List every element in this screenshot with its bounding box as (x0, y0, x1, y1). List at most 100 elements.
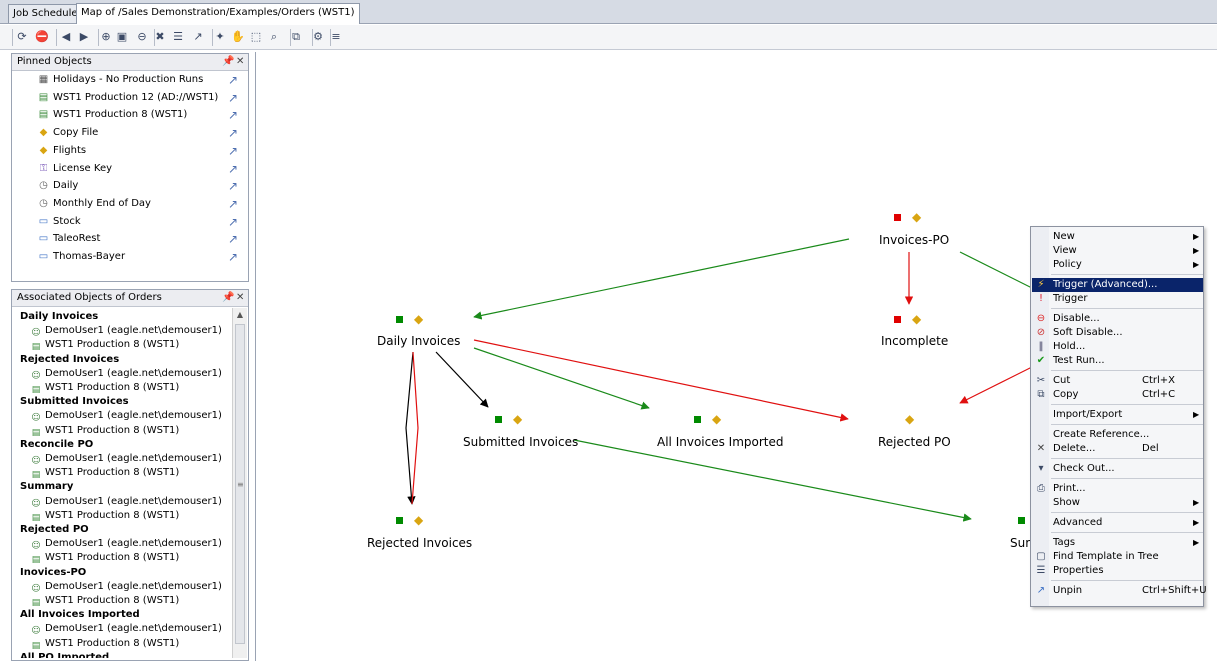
associated-group[interactable]: Inovices-PO (20, 566, 232, 581)
scroll-up-icon[interactable]: ▲ (236, 310, 244, 319)
pinned-item[interactable]: ◷Monthly End of Day↗ (12, 195, 248, 213)
menu-item-new[interactable]: New▶ (1032, 230, 1203, 244)
menu-item-trigger-advanced[interactable]: ⚡Trigger (Advanced)... (1032, 278, 1203, 292)
unpin-icon[interactable]: ↗ (228, 196, 239, 211)
panel-pin-icon[interactable]: 📌 (222, 56, 235, 67)
link-icon[interactable]: ↗ (193, 30, 203, 43)
associated-item[interactable]: ☺DemoUser1 (eagle.net\demouser1) (30, 324, 232, 339)
associated-item[interactable]: ▤WST1 Production 8 (WST1) (30, 551, 232, 566)
associated-item[interactable]: ▤WST1 Production 8 (WST1) (30, 338, 232, 353)
unpin-icon[interactable]: ↗ (228, 161, 239, 176)
menu-item-import-export[interactable]: Import/Export▶ (1032, 408, 1203, 422)
layout-icon[interactable]: ✖ (155, 30, 165, 43)
associated-item[interactable]: ☺DemoUser1 (eagle.net\demouser1) (30, 537, 232, 552)
menu-item-print[interactable]: ⎙Print... (1032, 482, 1203, 496)
pinned-item[interactable]: ◆Copy File↗ (12, 124, 248, 142)
associated-item[interactable]: ▤WST1 Production 8 (WST1) (30, 594, 232, 609)
unpin-icon[interactable]: ↗ (228, 126, 239, 141)
unpin-icon[interactable]: ↗ (228, 179, 239, 194)
pinned-item[interactable]: ◆Flights↗ (12, 142, 248, 160)
pinned-item[interactable]: ▦Holidays - No Production Runs↗ (12, 71, 248, 89)
menu-item-create-reference[interactable]: Create Reference... (1032, 428, 1203, 442)
menu-item-disable[interactable]: ⊖Disable... (1032, 312, 1203, 326)
pinned-item[interactable]: ▭TaleoRest↗ (12, 230, 248, 248)
associated-group[interactable]: Daily Invoices (20, 310, 232, 325)
zoom-fit-icon[interactable]: ▣ (116, 30, 128, 43)
menu-item-test-run[interactable]: ✔Test Run... (1032, 354, 1203, 368)
tab-map-orders[interactable]: Map of /Sales Demonstration/Examples/Ord… (76, 3, 360, 24)
menu-item-find-template-in-tree[interactable]: ▢Find Template in Tree (1032, 550, 1203, 564)
associated-item[interactable]: ▤WST1 Production 8 (WST1) (30, 381, 232, 396)
queue-icon: ▤ (31, 640, 41, 651)
associated-item[interactable]: ▤WST1 Production 8 (WST1) (30, 466, 232, 481)
associated-group[interactable]: All PO Imported (20, 651, 232, 658)
menu-item-delete[interactable]: ✕Delete...Del (1032, 442, 1203, 456)
associated-group[interactable]: Submitted Invoices (20, 395, 232, 410)
unpin-icon[interactable]: ↗ (228, 108, 239, 123)
panel-pin-icon[interactable]: 📌 (222, 292, 235, 303)
menu-separator (1051, 580, 1203, 581)
pinned-item[interactable]: ▭Stock↗ (12, 213, 248, 231)
forward-icon[interactable]: ▶ (79, 30, 89, 43)
menu-item-show[interactable]: Show▶ (1032, 496, 1203, 510)
associated-group[interactable]: Rejected Invoices (20, 353, 232, 368)
associated-item[interactable]: ▤WST1 Production 8 (WST1) (30, 424, 232, 439)
settings-icon[interactable]: ⚙ (313, 30, 323, 43)
menu-item-hold[interactable]: ‖Hold... (1032, 340, 1203, 354)
pinned-item[interactable]: ▤WST1 Production 12 (AD://WST1)↗ (12, 89, 248, 107)
find-icon[interactable]: ⌕ (270, 30, 278, 43)
unpin-icon[interactable]: ↗ (228, 73, 239, 87)
back-icon[interactable]: ◀ (61, 30, 71, 43)
unpin-icon[interactable]: ↗ (228, 250, 239, 264)
associated-item[interactable]: ☺DemoUser1 (eagle.net\demouser1) (30, 580, 232, 595)
refresh-icon[interactable]: ⟳ (17, 30, 27, 43)
panel-close-icon[interactable]: ✕ (236, 56, 245, 67)
hand-icon[interactable]: ✋ (231, 30, 245, 43)
more-icon[interactable]: ≡ (331, 30, 341, 43)
unpin-icon[interactable]: ↗ (228, 143, 239, 158)
panel-close-icon[interactable]: ✕ (236, 292, 245, 303)
menu-item-soft-disable[interactable]: ⊘Soft Disable... (1032, 326, 1203, 340)
pinned-item[interactable]: ⚿License Key↗ (12, 160, 248, 178)
menu-item-properties[interactable]: ☰Properties (1032, 564, 1203, 578)
menu-item-check-out[interactable]: ▾Check Out... (1032, 462, 1203, 476)
unpin-icon[interactable]: ↗ (228, 214, 239, 229)
spread-icon[interactable]: ✦ (215, 30, 225, 43)
associated-item[interactable]: ☺DemoUser1 (eagle.net\demouser1) (30, 495, 232, 510)
associated-item[interactable]: ☺DemoUser1 (eagle.net\demouser1) (30, 452, 232, 467)
copy-icon[interactable]: ⧉ (292, 30, 300, 43)
associated-item[interactable]: ☺DemoUser1 (eagle.net\demouser1) (30, 409, 232, 424)
associated-item[interactable]: ▤WST1 Production 8 (WST1) (30, 637, 232, 652)
associated-item[interactable]: ☺DemoUser1 (eagle.net\demouser1) (30, 622, 232, 637)
associated-group[interactable]: Summary (20, 480, 232, 495)
associated-item[interactable]: ▤WST1 Production 8 (WST1) (30, 509, 232, 524)
hierarchy-icon[interactable]: ☰ (173, 30, 183, 43)
menu-item-trigger[interactable]: !Trigger (1032, 292, 1203, 306)
associated-group[interactable]: Reconcile PO (20, 438, 232, 453)
vertical-scrollbar[interactable]: ▲ ≡ (232, 308, 247, 658)
group-label: Reconcile PO (20, 438, 94, 450)
menu-item-view[interactable]: View▶ (1032, 244, 1203, 258)
associated-group[interactable]: Rejected PO (20, 523, 232, 538)
user-icon: ☺ (31, 456, 41, 466)
scroll-thumb[interactable] (235, 324, 245, 644)
pinned-item-label: Daily (53, 180, 79, 192)
associated-group[interactable]: All Invoices Imported (20, 608, 232, 623)
menu-item-advanced[interactable]: Advanced▶ (1032, 516, 1203, 530)
select-icon[interactable]: ⬚ (250, 30, 262, 43)
pinned-item[interactable]: ◷Daily↗ (12, 177, 248, 195)
pinned-item[interactable]: ▤WST1 Production 8 (WST1)↗ (12, 106, 248, 124)
pinned-item[interactable]: ▭Thomas-Bayer↗ (12, 248, 248, 266)
menu-item-policy[interactable]: Policy▶ (1032, 258, 1203, 272)
associated-item[interactable]: ☺DemoUser1 (eagle.net\demouser1) (30, 367, 232, 382)
unpin-icon[interactable]: ↗ (228, 90, 239, 105)
menu-item-tags[interactable]: Tags▶ (1032, 536, 1203, 550)
zoom-in-icon[interactable]: ⊕ (101, 30, 111, 43)
menu-item-label: View (1053, 245, 1077, 256)
zoom-out-icon[interactable]: ⊖ (137, 30, 147, 43)
unpin-icon[interactable]: ↗ (228, 232, 239, 247)
stop-icon[interactable]: ⛔ (35, 30, 49, 43)
